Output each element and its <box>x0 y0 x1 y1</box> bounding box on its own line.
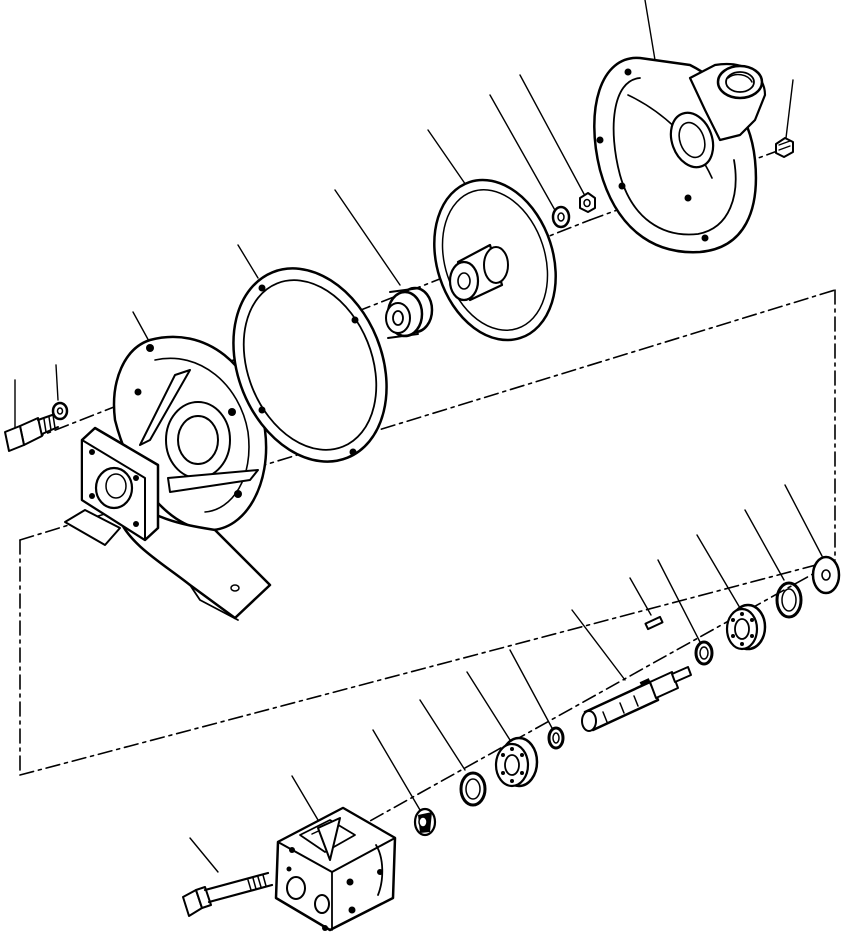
mechanical-seal <box>385 286 434 339</box>
impeller-nut <box>579 192 596 213</box>
housing-bolt <box>4 413 59 452</box>
pump-housing <box>593 56 767 254</box>
bearing-rear <box>494 736 539 788</box>
pump-bracket <box>64 335 272 621</box>
oil-seal <box>413 807 437 837</box>
shaft-washer <box>811 555 841 595</box>
snap-ring <box>547 726 565 750</box>
long-bolt <box>182 871 274 917</box>
impeller <box>433 178 557 342</box>
retaining-ring-rear <box>459 771 487 807</box>
housing-plug <box>775 137 794 158</box>
pump-shaft <box>581 666 692 732</box>
key-pin <box>644 615 664 631</box>
retaining-ring-outer <box>775 581 803 619</box>
impeller-washer <box>551 205 571 229</box>
bearing-housing <box>274 806 397 932</box>
leader-lines <box>14 0 823 873</box>
lock-washer-small <box>51 401 69 421</box>
retaining-ring <box>694 640 714 666</box>
gasket <box>232 267 388 463</box>
bearing-front <box>725 603 767 651</box>
